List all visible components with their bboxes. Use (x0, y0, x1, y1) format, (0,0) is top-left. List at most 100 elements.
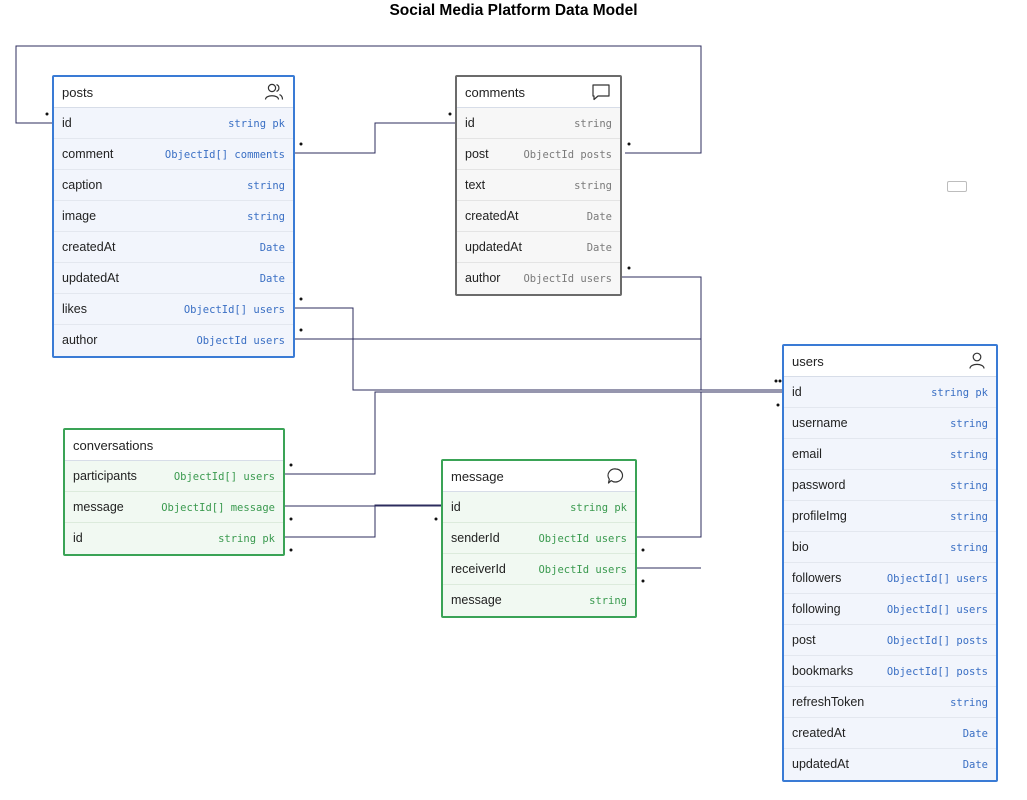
field-type: ObjectId users (538, 564, 627, 576)
relation-message-sender (636, 392, 702, 538)
field-row: createdAt Date (457, 201, 620, 232)
field-row: id string pk (54, 108, 293, 139)
entity-conversations-header: conversations (65, 430, 283, 461)
field-name: id (62, 116, 72, 130)
field-row: likes ObjectId[] users (54, 294, 293, 325)
field-type: string (589, 595, 627, 607)
field-row: receiverId ObjectId users (443, 554, 635, 585)
speech-bubble-icon (592, 84, 610, 101)
field-type: string (247, 211, 285, 223)
field-type: string (950, 542, 988, 554)
relation-comments-post (15, 45, 702, 154)
relation-conversations-participants (284, 391, 782, 475)
field-type: ObjectId[] users (173, 471, 275, 483)
field-row: refreshToken string (784, 687, 996, 718)
field-type: ObjectId[] users (886, 573, 988, 585)
field-row: password string (784, 470, 996, 501)
field-type: string pk (228, 118, 285, 130)
field-row: post ObjectId[] posts (784, 625, 996, 656)
field-type: string (950, 418, 988, 430)
empty-note-shape[interactable] (947, 181, 967, 192)
field-name: updatedAt (62, 271, 119, 285)
field-name: createdAt (62, 240, 116, 254)
field-type: ObjectId[] users (183, 304, 285, 316)
field-type: ObjectId posts (523, 149, 612, 161)
field-type: string (950, 697, 988, 709)
field-name: updatedAt (465, 240, 522, 254)
field-type: ObjectId[] comments (164, 149, 285, 161)
field-row: author ObjectId users (457, 263, 620, 294)
field-name: following (792, 602, 841, 616)
field-name: bio (792, 540, 809, 554)
field-name: likes (62, 302, 88, 316)
field-type: string pk (218, 533, 275, 545)
field-name: email (792, 447, 822, 461)
field-type: Date (586, 211, 612, 223)
field-row: username string (784, 408, 996, 439)
field-name: id (451, 500, 461, 514)
field-name: post (465, 147, 489, 161)
entity-conversations[interactable]: conversations participants ObjectId[] use… (63, 428, 285, 556)
field-name: id (792, 385, 802, 399)
entity-users-name: users (792, 354, 824, 369)
field-type: Date (586, 242, 612, 254)
diagram-title: Social Media Platform Data Model (389, 2, 638, 19)
relation-posts-comment (294, 122, 455, 154)
field-name: username (792, 416, 848, 430)
field-name: createdAt (792, 726, 846, 740)
field-row: message ObjectId[] message (65, 492, 283, 523)
field-type: ObjectId[] posts (886, 635, 988, 647)
field-type: ObjectId users (196, 335, 285, 347)
field-name: post (792, 633, 816, 647)
field-name: followers (792, 571, 842, 585)
field-name: text (465, 178, 486, 192)
field-row: email string (784, 439, 996, 470)
field-type: string (950, 511, 988, 523)
field-row: participants ObjectId[] users (65, 461, 283, 492)
field-name: comment (62, 147, 114, 161)
field-name: createdAt (465, 209, 519, 223)
entity-posts-name: posts (62, 85, 94, 100)
field-name: refreshToken (792, 695, 865, 709)
relation-conversations-id (284, 504, 441, 538)
field-type: string pk (570, 502, 627, 514)
field-type: string (247, 180, 285, 192)
field-name: updatedAt (792, 757, 849, 771)
field-type: Date (259, 242, 285, 254)
field-type: string pk (931, 387, 988, 399)
field-type: ObjectId users (523, 273, 612, 285)
field-type: ObjectId[] message (161, 502, 275, 514)
field-name: password (792, 478, 846, 492)
field-type: ObjectId[] users (886, 604, 988, 616)
field-row: createdAt Date (54, 232, 293, 263)
field-name: author (465, 271, 501, 285)
user-icon (969, 352, 985, 369)
field-name: receiverId (451, 562, 506, 576)
chat-bubble-icon (607, 468, 624, 484)
field-name: message (73, 500, 124, 514)
field-type: string (574, 180, 612, 192)
entity-users[interactable]: users id string pk username string email st… (782, 344, 998, 782)
field-type: string (950, 449, 988, 461)
field-row: updatedAt Date (457, 232, 620, 263)
field-row: text string (457, 170, 620, 201)
entity-posts[interactable]: posts id string pk comment ObjectId[] comm… (52, 75, 295, 358)
field-row: updatedAt Date (784, 749, 996, 780)
entity-users-header: users (784, 346, 996, 377)
field-name: id (73, 531, 83, 545)
relation-posts-likes (294, 307, 782, 391)
field-type: string (950, 480, 988, 492)
field-type: Date (962, 759, 988, 771)
field-name: participants (73, 469, 137, 483)
